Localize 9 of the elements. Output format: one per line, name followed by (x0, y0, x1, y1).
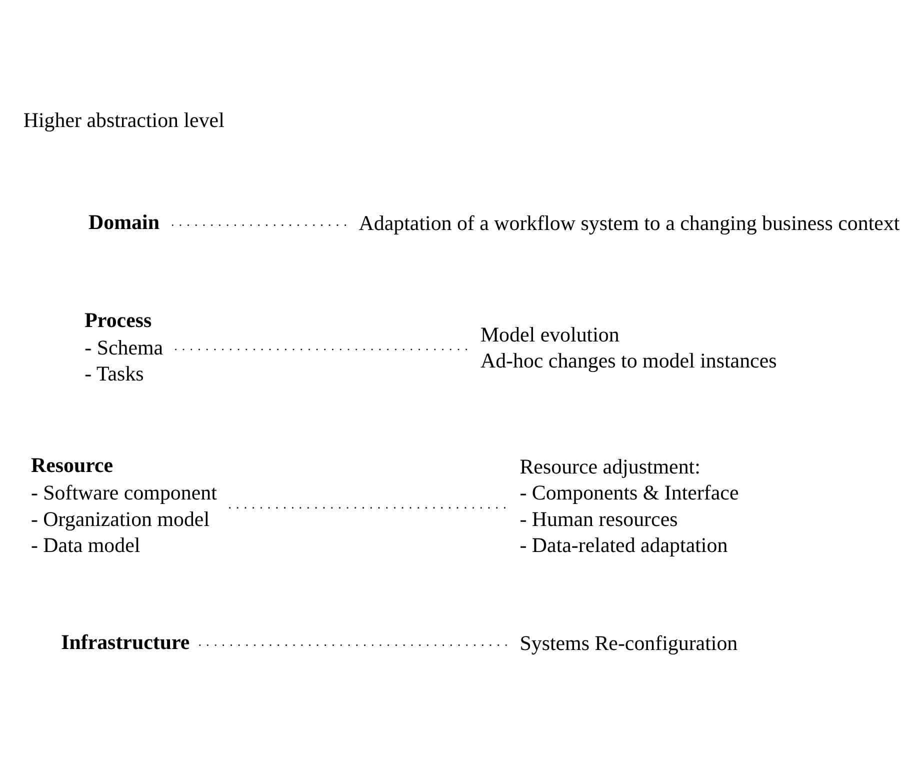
node-text: Resource - Software component - Organization model - Data model (30, 453, 217, 558)
node-text: Infrastructure (61, 630, 190, 654)
node-text: Resource adjustment: - Components & Interface - Human resources - Data-related adaptation (520, 454, 739, 558)
node-text: Process - Schema - Tasks (84, 308, 164, 386)
node-text: Domain (88, 210, 160, 234)
node-text: Model evolution Ad-hoc changes to model instances (480, 322, 777, 373)
node-text: Systems Re-configuration (520, 631, 738, 656)
node-text: Adaptation of a workflow system to a changing business context (358, 211, 900, 236)
label: Higher abstraction level (23, 108, 224, 132)
